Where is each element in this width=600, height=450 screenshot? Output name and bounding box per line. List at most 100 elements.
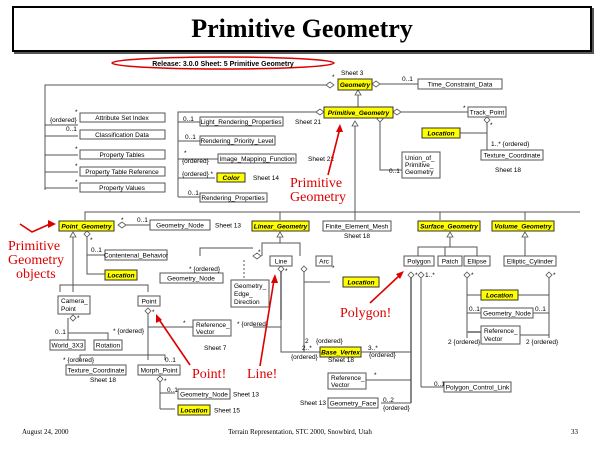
class-base-vertex[interactable]: Base_Vertex — [319, 346, 362, 358]
svg-text:Rendering_Properties: Rendering_Properties — [201, 195, 265, 202]
multiplicity: 1..* {ordered} — [491, 141, 530, 148]
class-attribute-set-index[interactable]: Attribute Set Index — [79, 112, 166, 123]
class-property-values[interactable]: Property Values — [79, 182, 166, 193]
svg-text:Rotation: Rotation — [96, 343, 121, 350]
multiplicity: 0..1 — [535, 306, 546, 313]
multiplicity: * {ordered} — [113, 328, 145, 335]
class-property-table-reference[interactable]: Property Table Reference — [79, 166, 166, 177]
class-morph-point[interactable]: Morph_Point — [137, 364, 181, 376]
multiplicity: * — [77, 315, 80, 322]
page-title: Primitive Geometry — [191, 14, 413, 43]
class-light-rendering-properties[interactable]: Light_Rendering_Properties — [199, 116, 284, 127]
red-arrow — [19, 223, 51, 233]
class-volume-geometry[interactable]: Volume_Geometry — [491, 220, 555, 232]
class-geometry[interactable]: Geometry — [337, 78, 373, 91]
class-classification-data[interactable]: Classification Data — [79, 129, 166, 140]
class-finite-element-mesh[interactable]: Finite_Element_Mesh — [322, 220, 392, 232]
multiplicity: * — [332, 74, 335, 81]
svg-text:Texture_Coordinate: Texture_Coordinate — [68, 368, 125, 375]
sheet-ref: Sheet 13 — [300, 400, 326, 407]
svg-text:Direction: Direction — [234, 299, 260, 306]
class-surface-geometry[interactable]: Surface_Geometry — [417, 220, 481, 232]
svg-text:Property Tables: Property Tables — [99, 152, 145, 159]
multiplicity: 0..1 — [55, 329, 66, 336]
class-polygon-control-link[interactable]: Polygon_Control_Link — [443, 381, 512, 393]
multiplicity: * — [490, 122, 493, 129]
svg-text:Light_Rendering_Properties: Light_Rendering_Properties — [201, 119, 283, 126]
multiplicity: * — [121, 217, 124, 224]
class-world-3x3[interactable]: World_3X3 — [49, 339, 86, 351]
svg-text:Geometry_Node: Geometry_Node — [180, 392, 228, 399]
class-geometry-node[interactable]: Geometry_Node — [149, 219, 211, 231]
svg-text:Primitive_Geometry: Primitive_Geometry — [328, 110, 390, 117]
multiplicity: 3..* — [368, 345, 378, 352]
multiplicity: {ordered} — [50, 117, 78, 124]
class-geometry-node[interactable]: Geometry_Node — [177, 388, 231, 400]
svg-text:Property Values: Property Values — [99, 185, 146, 192]
svg-text:Reference_: Reference_ — [196, 322, 230, 329]
multiplicity: 0..1 — [185, 134, 196, 141]
svg-text:Line: Line — [275, 259, 288, 266]
class-camera-point[interactable]: Camera_ Point — [57, 295, 91, 315]
class-location[interactable]: Location — [342, 276, 380, 288]
class-rendering-properties[interactable]: Rendering_Properties — [199, 192, 268, 203]
class-geometry-face[interactable]: Geometry_Face — [327, 397, 379, 409]
class-texture-coordinate[interactable]: Texture_Coordinate — [480, 149, 544, 161]
class-reference-vector[interactable]: Reference_ Vector — [480, 325, 521, 345]
class-image-mapping-function[interactable]: Image_Mapping_Function — [217, 153, 297, 164]
svg-text:Point_Geometry: Point_Geometry — [61, 224, 112, 231]
class-color[interactable]: Color — [216, 172, 246, 183]
svg-text:Vector: Vector — [196, 329, 215, 336]
svg-text:Point: Point — [142, 299, 157, 306]
sheet-ref: Sheet 7 — [204, 345, 227, 352]
class-geometry-edge-direction[interactable]: Geometry_ Edge_ Direction — [230, 279, 270, 308]
class-geometry-node[interactable]: Geometry_Node — [159, 272, 224, 284]
class-continental-behavior[interactable]: Contentenal_Behavior — [104, 249, 169, 261]
class-time-constraint-data[interactable]: Time_Constraint_Data — [417, 78, 503, 90]
class-location[interactable]: Location — [104, 269, 138, 281]
svg-text:Primitive: Primitive — [290, 176, 342, 191]
class-point-geometry[interactable]: Point_Geometry — [58, 220, 115, 232]
class-patch[interactable]: Patch — [437, 255, 463, 267]
multiplicity: * — [463, 105, 466, 112]
multiplicity: * — [553, 272, 556, 279]
class-elliptic-cylinder[interactable]: Elliptic_Cylinder — [503, 255, 557, 267]
class-location[interactable]: Location — [480, 289, 519, 301]
multiplicity: 0..1 — [469, 306, 480, 313]
svg-text:Point: Point — [61, 306, 76, 313]
svg-text:Contentenal_Behavior: Contentenal_Behavior — [104, 253, 169, 260]
svg-text:Volume_Geometry: Volume_Geometry — [494, 224, 552, 231]
class-primitive-geometry[interactable]: Primitive_Geometry — [323, 106, 394, 119]
svg-text:Surface_Geometry: Surface_Geometry — [420, 224, 478, 231]
class-arc[interactable]: Arc — [315, 255, 333, 267]
red-arrow — [157, 317, 191, 366]
class-reference-vector[interactable]: Reference_ Vector — [192, 319, 232, 337]
class-linear-geometry[interactable]: Linear_Geometry — [251, 220, 310, 232]
svg-text:Camera_: Camera_ — [61, 298, 88, 305]
class-texture-coordinate[interactable]: Texture_Coordinate — [65, 364, 127, 376]
red-arrow — [369, 274, 401, 304]
sheet-ref: Sheet 15 — [214, 408, 240, 415]
multiplicity: {ordered} — [383, 405, 411, 412]
class-geometry-node[interactable]: Geometry_Node — [480, 307, 534, 319]
class-ellipse[interactable]: Ellipse — [463, 255, 491, 267]
multiplicity: 0..1 — [167, 387, 178, 394]
class-polygon[interactable]: Polygon — [403, 255, 435, 267]
multiplicity: * — [285, 268, 288, 275]
class-location[interactable]: Location — [421, 127, 461, 139]
svg-text:Attribute Set Index: Attribute Set Index — [95, 115, 149, 122]
svg-text:Location: Location — [347, 280, 374, 287]
class-rotation[interactable]: Rotation — [93, 339, 123, 351]
class-location[interactable]: Location — [177, 404, 211, 416]
class-rendering-priority-level[interactable]: Rendering_Priority_Level — [199, 135, 276, 146]
svg-text:Arc: Arc — [319, 259, 330, 266]
class-reference-vector[interactable]: Reference_ Vector — [327, 372, 367, 390]
class-track-point[interactable]: Track_Point — [467, 106, 507, 118]
class-line[interactable]: Line — [269, 255, 293, 267]
multiplicity: 0..1 — [434, 381, 445, 388]
aggregation-diamonds — [69, 80, 553, 383]
sheet-ref: Sheet 18 — [90, 377, 116, 384]
class-point[interactable]: Point — [137, 295, 161, 307]
class-union-of-primitive-geometry[interactable]: Union_of_ Primitive_ Geometry — [401, 151, 441, 179]
class-property-tables[interactable]: Property Tables — [79, 149, 166, 160]
